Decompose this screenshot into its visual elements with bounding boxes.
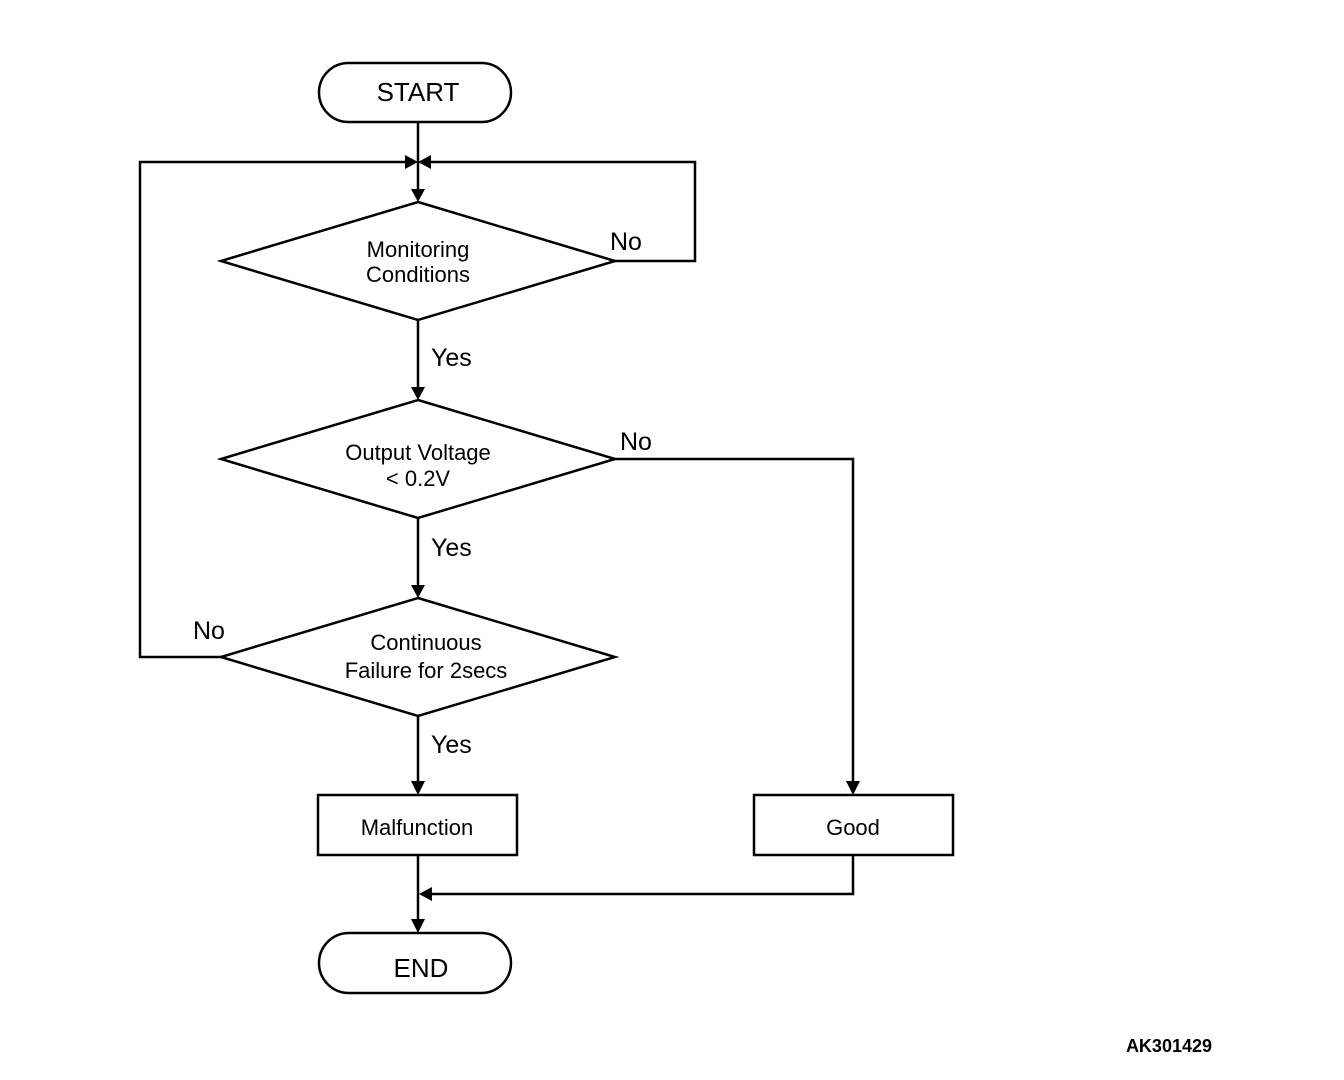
good-label: Good	[826, 815, 880, 840]
connector-monitoring-no-loop	[428, 160, 697, 263]
failure-yes-label: Yes	[431, 731, 472, 759]
arrowhead-good-in	[846, 781, 860, 795]
monitoring-label-line1: Monitoring	[367, 237, 470, 262]
start-terminal	[317, 61, 513, 124]
voltage-label-line1: Output Voltage	[345, 440, 491, 465]
arrowhead-left-loop	[405, 155, 418, 169]
figure-code: AK301429	[1126, 1036, 1212, 1056]
connector-failure-no-loop	[138, 160, 408, 659]
arrowhead-good-merge	[419, 887, 432, 901]
malfunction-box	[316, 793, 519, 857]
voltage-no-label: No	[620, 428, 652, 456]
end-terminal	[317, 931, 513, 995]
end-label: END	[394, 953, 449, 983]
arrowhead-malfunction-in	[411, 781, 425, 795]
arrowhead-monitoring-in	[411, 189, 425, 202]
start-label: START	[377, 77, 460, 107]
good-box	[752, 793, 955, 857]
arrowhead-voltage-in	[411, 387, 425, 400]
failure-no-label: No	[193, 617, 225, 645]
monitoring-no-label: No	[610, 228, 642, 256]
arrowhead-end-in	[411, 919, 425, 933]
failure-label-line1: Continuous	[370, 630, 481, 655]
arrowhead-right-loop	[418, 155, 431, 169]
voltage-yes-label: Yes	[431, 534, 472, 562]
failure-decision	[216, 596, 620, 718]
monitoring-label-line2: Conditions	[366, 262, 470, 287]
connector-voltage-no-to-good	[615, 457, 855, 784]
monitoring-yes-label: Yes	[431, 344, 472, 372]
voltage-label-line2: < 0.2V	[386, 466, 451, 491]
malfunction-label: Malfunction	[361, 815, 474, 840]
connector-good-to-end	[429, 855, 855, 896]
failure-label-line2: Failure for 2secs	[345, 658, 508, 683]
arrowhead-failure-in	[411, 585, 425, 598]
